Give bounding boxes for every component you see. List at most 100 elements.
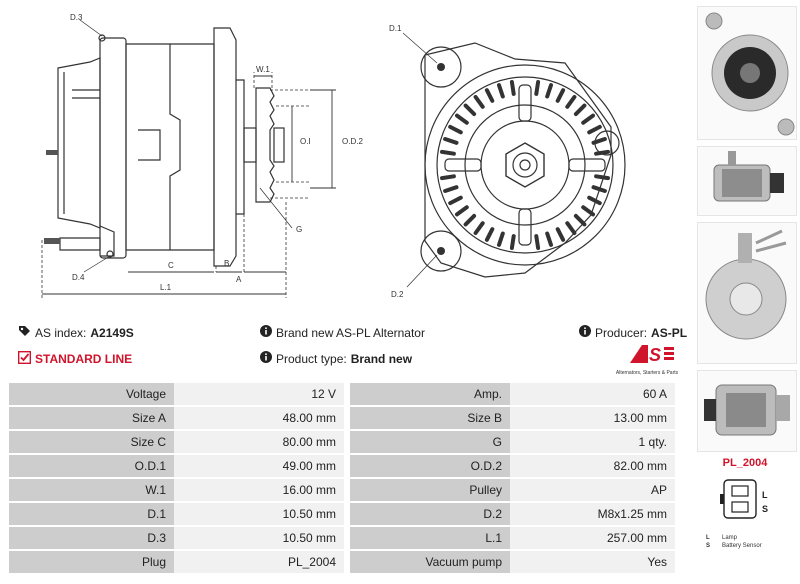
as-index-label: AS index: — [35, 326, 87, 340]
vent-slot — [484, 227, 495, 242]
label-d2: D.2 — [391, 290, 404, 299]
producer-row: Producer: AS-PL — [579, 325, 687, 340]
product-photo-angle[interactable] — [697, 370, 797, 452]
label-l1: L.1 — [160, 283, 172, 292]
spec-gap — [344, 431, 350, 453]
vent-slot — [440, 174, 456, 181]
as-index-value: A2149S — [90, 326, 134, 340]
side-view-drawing: D.3 W.1 O.D.1 G D.4 C B A L.1 — [41, 13, 310, 298]
vent-slot — [594, 174, 610, 181]
legend-key: S — [706, 543, 711, 549]
vent-slot — [534, 80, 541, 96]
product-type-value: Brand new — [350, 351, 413, 366]
product-photo-rear[interactable] — [697, 222, 797, 364]
spec-value: 10.50 mm — [174, 527, 344, 549]
vent-slot — [484, 88, 495, 103]
vent-slot — [573, 103, 587, 117]
vent-slot — [497, 231, 505, 247]
brand-new-text: Brand new AS-PL Alternator — [276, 325, 425, 340]
label-d3: D.3 — [70, 13, 83, 22]
label-d4: D.4 — [72, 273, 85, 282]
product-type-label: Product type: — [276, 351, 347, 366]
vent-slot — [565, 221, 577, 235]
vent-slot — [455, 113, 469, 125]
vent-slot — [545, 231, 553, 247]
spec-label: O.D.1 — [9, 455, 174, 477]
checkbox-check-icon — [17, 350, 32, 367]
spec-label: Size A — [9, 407, 174, 429]
spec-value: 257.00 mm — [510, 527, 675, 549]
spec-label: D.2 — [350, 503, 510, 525]
spec-value: PL_2004 — [174, 551, 344, 573]
product-photo-side[interactable] — [697, 146, 797, 216]
spec-label: Size C — [9, 431, 174, 453]
spec-gap — [344, 407, 350, 429]
plug-code: PL_2004 — [722, 457, 768, 469]
vent-slot — [565, 95, 577, 109]
svg-text:S: S — [649, 345, 661, 365]
vent-slot — [455, 205, 469, 217]
label-a: A — [236, 275, 242, 284]
vent-slot — [448, 124, 463, 135]
vent-slot — [440, 149, 456, 156]
vent-slot — [473, 95, 485, 109]
standard-line-row: STANDARD LINE — [17, 350, 132, 367]
spec-value: 48.00 mm — [174, 407, 344, 429]
vent-slot — [463, 213, 477, 227]
vent-slot — [581, 205, 595, 217]
spec-value: 12 V — [174, 383, 344, 405]
spec-value: 10.50 mm — [174, 503, 344, 525]
label-c: C — [168, 261, 174, 270]
info-icon — [579, 325, 591, 340]
label-od2: O.D.2 — [342, 137, 363, 146]
spec-value: AP — [510, 479, 675, 501]
info-icon — [260, 351, 272, 366]
logo-tagline: Alternators, Starters & Parts — [615, 370, 679, 376]
product-photo-front[interactable] — [697, 6, 797, 140]
vent-slot — [463, 103, 477, 117]
vent-slot — [587, 124, 602, 135]
vent-slot — [581, 113, 595, 125]
spec-value: 13.00 mm — [510, 407, 675, 429]
vent-slot — [591, 137, 607, 145]
legend-row: L Lamp — [706, 534, 762, 542]
spec-label: W.1 — [9, 479, 174, 501]
spec-gap — [344, 527, 350, 549]
as-pl-logo-mark: S — [630, 345, 674, 365]
vent-slot — [497, 83, 505, 99]
legend-desc: Lamp — [722, 535, 738, 541]
plug-connector-diagram: L S — [720, 479, 768, 519]
spec-gap — [344, 503, 350, 525]
spec-label: Vacuum pump — [350, 551, 510, 573]
label-w1: W.1 — [256, 65, 270, 74]
spec-gap — [344, 455, 350, 477]
spec-value: Yes — [510, 551, 675, 573]
label-b: B — [224, 259, 229, 268]
spec-gap — [344, 383, 350, 405]
vent-slot — [545, 83, 553, 99]
vent-slot — [573, 213, 587, 227]
label-g: G — [296, 225, 302, 234]
product-type-row: Product type: Brand new — [260, 351, 412, 366]
spec-value: 49.00 mm — [174, 455, 344, 477]
vent-slot — [591, 185, 607, 193]
spec-label: D.1 — [9, 503, 174, 525]
plug-pin-l: L — [762, 490, 768, 500]
legend-key: L — [706, 535, 710, 541]
info-icon — [260, 325, 272, 340]
spec-gap — [344, 479, 350, 501]
tag-icon — [18, 325, 31, 341]
spec-label: Plug — [9, 551, 174, 573]
spec-value: 1 qty. — [510, 431, 675, 453]
spec-label: Voltage — [9, 383, 174, 405]
od2-dimension: O.D.2 — [310, 89, 363, 189]
